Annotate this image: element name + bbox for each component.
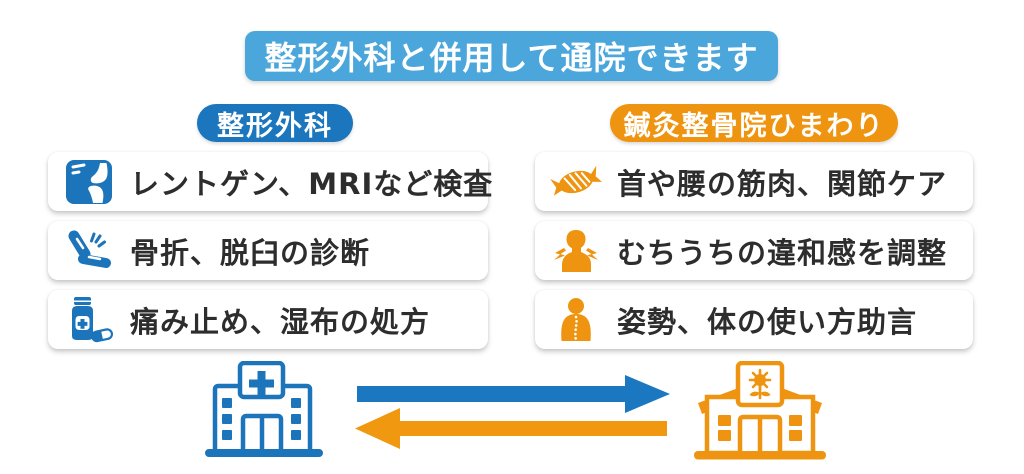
service-card: 骨折、脱臼の診断: [48, 221, 488, 280]
knee-xray-icon: [62, 157, 116, 207]
whiplash-person-icon: [549, 226, 603, 276]
service-card: 痛み止め、湿布の処方: [48, 290, 488, 349]
column-header-seikei-geka: 整形外科: [197, 104, 353, 142]
sunflower-clinic-icon: [694, 360, 826, 464]
service-label: 痛み止め、湿布の処方: [130, 304, 431, 339]
page-title: 整形外科と併用して通院できます: [245, 31, 778, 81]
service-card: むちうちの違和感を調整: [535, 221, 973, 280]
service-card: 姿勢、体の使い方助言: [535, 290, 973, 349]
column-header-himawari-clinic: 鍼灸整骨院ひまわり: [610, 104, 898, 142]
service-label: むちうちの違和感を調整: [617, 235, 948, 270]
broken-bone-icon: [62, 226, 116, 276]
posture-person-icon: [549, 295, 603, 345]
service-label: 骨折、脱臼の診断: [130, 235, 371, 270]
service-label: 首や腰の筋肉、関節ケア: [617, 166, 948, 201]
hospital-icon: [205, 360, 323, 462]
blue-right-arrow-icon: [357, 374, 671, 418]
orange-left-arrow-icon: [354, 406, 668, 455]
service-card: レントゲン、MRIなど検査: [48, 152, 492, 211]
service-label: レントゲン、MRIなど検査: [130, 166, 494, 201]
medicine-bottle-icon: [62, 295, 116, 345]
service-card: 首や腰の筋肉、関節ケア: [535, 152, 973, 211]
service-label: 姿勢、体の使い方助言: [617, 304, 918, 339]
muscle-icon: [549, 157, 603, 207]
